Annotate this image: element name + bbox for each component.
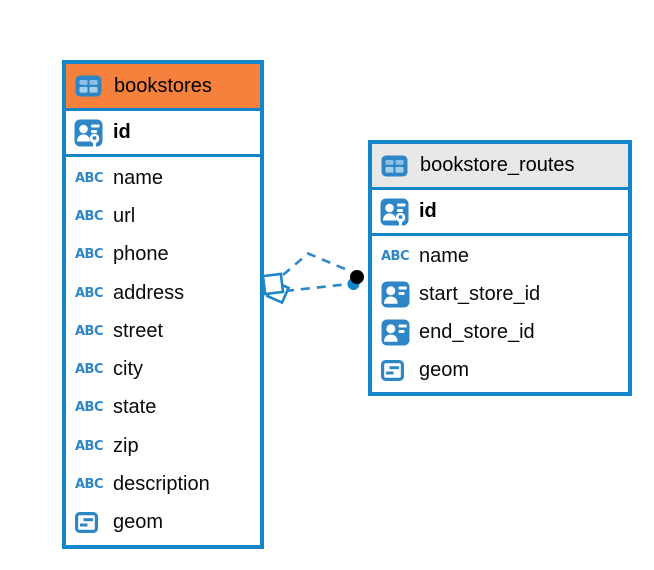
column-name: geom [113, 511, 164, 534]
text-abc-icon: ABC [75, 400, 104, 416]
column-name: description [113, 473, 210, 496]
table-bookstores[interactable]: bookstores id ABC [62, 60, 264, 549]
table-bookstore-routes-fields: ABC name start_store_id [372, 236, 628, 392]
text-abc-icon: ABC [75, 170, 104, 186]
column-row[interactable]: end_store_id [372, 314, 628, 352]
person-id-key-icon [380, 198, 410, 230]
column-name: address [113, 281, 185, 304]
text-abc-icon: ABC [75, 323, 104, 339]
column-name: phone [113, 243, 169, 266]
column-name: street [113, 319, 164, 342]
column-row[interactable]: geom [372, 351, 628, 389]
column-name: name [113, 166, 164, 189]
table-grid-icon [381, 155, 411, 177]
column-name: zip [113, 434, 139, 457]
overlapping-dots-endpoint[interactable] [347, 270, 365, 290]
stacked-squares-endpoint[interactable] [261, 272, 291, 305]
person-id-card-icon [381, 281, 411, 308]
text-abc-icon: ABC [75, 362, 104, 378]
text-abc-icon: ABC [75, 438, 104, 454]
column-row[interactable]: ABC name [66, 159, 260, 197]
column-row[interactable]: ABC street [66, 312, 260, 350]
text-abc-icon: ABC [381, 249, 410, 265]
geometry-icon [75, 512, 105, 534]
person-id-card-icon [381, 319, 411, 346]
column-row[interactable]: ABC name [372, 238, 628, 276]
text-abc-icon: ABC [75, 247, 104, 263]
text-abc-icon: ABC [75, 477, 104, 493]
table-name: bookstores [114, 74, 212, 97]
table-grid-icon [75, 75, 105, 97]
table-bookstore-routes[interactable]: bookstore_routes id ABC [368, 140, 632, 396]
column-name: start_store_id [419, 283, 541, 306]
column-name: url [113, 204, 136, 227]
table-bookstores-fields: ABC name ABC url ABC phone ABC address A… [66, 157, 260, 545]
column-row[interactable]: ABC address [66, 274, 260, 312]
table-name: bookstore_routes [420, 154, 575, 176]
column-name: end_store_id [419, 320, 535, 343]
text-abc-icon: ABC [75, 208, 104, 224]
column-row-pk[interactable]: id [372, 190, 628, 236]
column-row[interactable]: start_store_id [372, 276, 628, 314]
column-name: name [419, 245, 470, 268]
column-row[interactable]: geom [66, 504, 260, 542]
column-row[interactable]: ABC city [66, 350, 260, 388]
text-abc-icon: ABC [75, 285, 104, 301]
column-row[interactable]: ABC zip [66, 427, 260, 465]
table-bookstores-header[interactable]: bookstores [66, 64, 260, 111]
column-name: city [113, 358, 143, 381]
column-name: id [419, 200, 437, 222]
column-row[interactable]: ABC url [66, 197, 260, 235]
column-name: state [113, 396, 157, 419]
column-name: id [113, 121, 131, 143]
column-row[interactable]: ABC state [66, 389, 260, 427]
geometry-icon [381, 359, 411, 381]
relationship-line-lower[interactable] [284, 282, 350, 293]
column-name: geom [419, 358, 470, 381]
person-id-key-icon [74, 119, 104, 151]
table-bookstore-routes-header[interactable]: bookstore_routes [372, 144, 628, 190]
column-row[interactable]: ABC description [66, 465, 260, 503]
relationship-line-upper[interactable] [282, 251, 351, 276]
column-row[interactable]: ABC phone [66, 236, 260, 274]
column-row-pk[interactable]: id [66, 111, 260, 157]
